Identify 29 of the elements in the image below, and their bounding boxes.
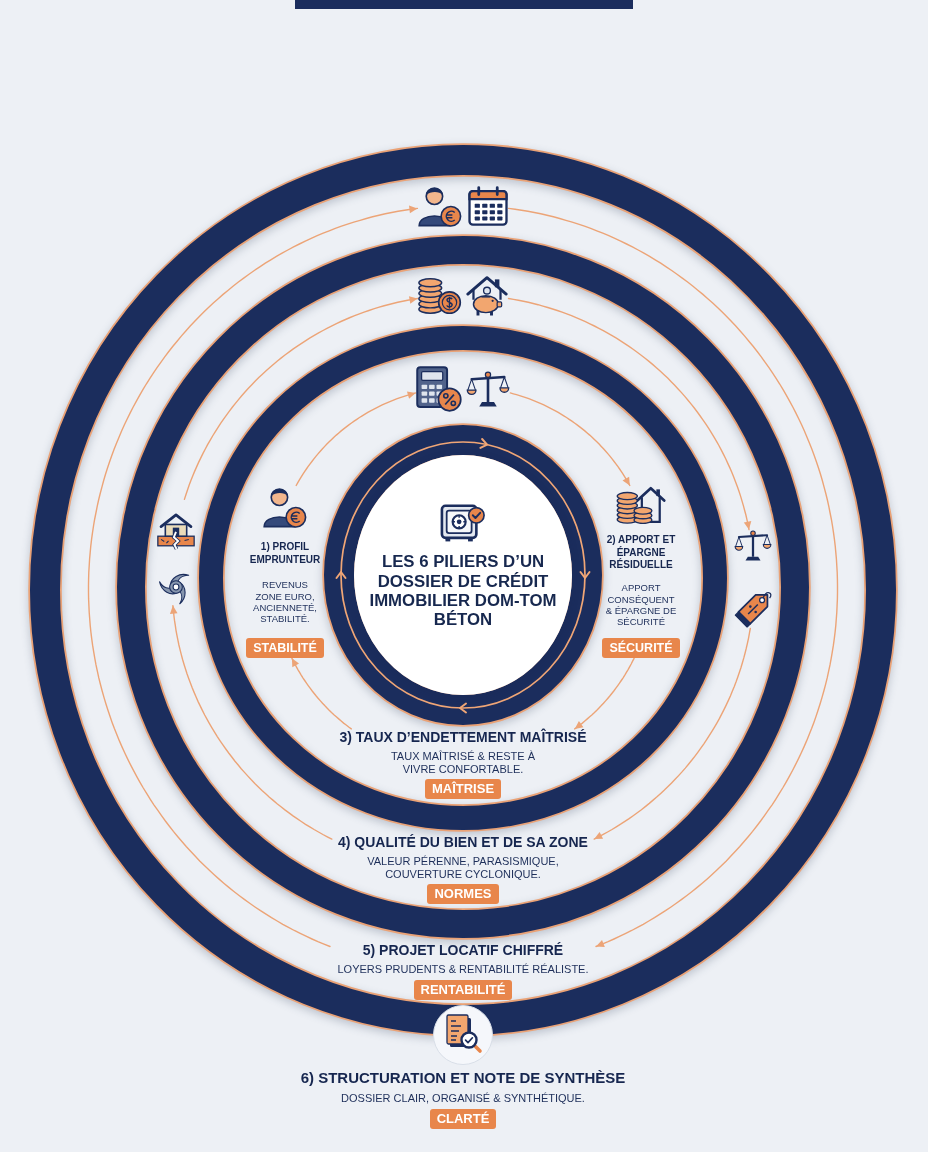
keyword-tag: SÉCURITÉ [602,638,680,658]
keyword-tag: MAÎTRISE [424,779,502,799]
pillar-description: REVENUS ZONE EURO, ANCIENNETÉ, STABILITÉ. [252,579,318,625]
arrow [574,657,635,730]
keyword-tag: STABILITÉ [246,638,324,658]
keyword-tag: RENTABILITÉ [413,980,513,1000]
arrow [295,391,417,487]
pillar-description: DOSSIER CLAIR, ORGANISÉ & SYNTHÉTIQUE. [341,1091,585,1105]
pillar-heading: 1) PROFIL EMPRUNTEUR [248,541,322,567]
pillar-description: APPORT CONSÉQUENT & ÉPARGNE DE SÉCURITÉ [605,582,677,628]
pillar-heading: 6) STRUCTURATION ET NOTE DE SYNTHÈSE [300,1069,626,1088]
keyword-tag: NORMES [427,884,499,904]
pillar-heading: 3) TAUX D’ENDETTEMENT MAÎTRISÉ [339,729,587,747]
arrow [593,627,751,840]
arrow [507,297,752,531]
pillar-heading: 4) QUALITÉ DU BIEN ET DE SA ZONE [338,834,588,852]
arrow [183,296,419,501]
pillar-description: LOYERS PRUDENTS & RENTABILITÉ RÉALISTE. [337,963,589,977]
pillar-heading: 5) PROJET LOCATIF CHIFFRÉ [362,942,564,960]
pillar-heading: 2) APPORT ET ÉPARGNE RÉSIDUELLE [606,534,676,572]
center-label: LES 6 PILIERS D’UN DOSSIER DE CRÉDIT IMMOBILIER DOM-TOM BÉTON [368,552,558,630]
arrow [169,604,333,840]
pillar-description: VALEUR PÉRENNE, PARASISMIQUE, COUVERTURE CYCLONIQUE. [366,854,560,881]
arrow [509,392,631,487]
keyword-tag: CLARTÉ [429,1109,497,1129]
arrow [87,205,419,948]
arrow [507,207,839,948]
arrow [291,657,352,730]
pillar-description: TAUX MAÎTRISÉ & RESTE À VIVRE CONFORTABLE. [389,749,536,776]
